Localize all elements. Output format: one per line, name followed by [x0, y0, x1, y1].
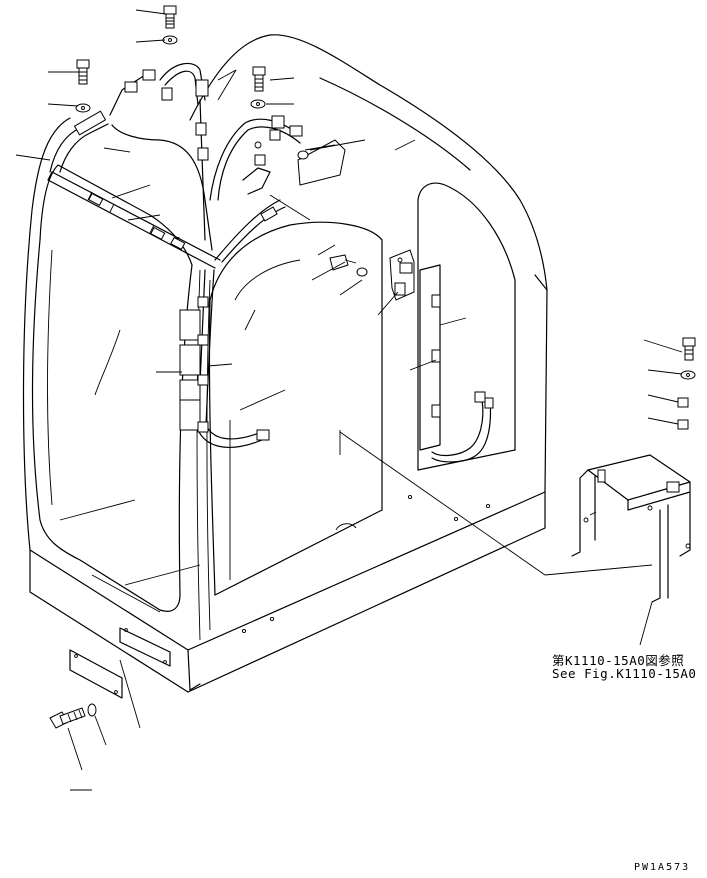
cover-plate-parts: [49, 649, 123, 729]
leader-lines: [15, 9, 683, 791]
loose-fasteners: [75, 5, 266, 113]
drawing-number: PW1A573: [634, 862, 691, 873]
reference-note-japanese: 第K1110-15A0図参照: [552, 653, 685, 668]
reference-note-english: See Fig.K1110-15A0: [552, 666, 697, 681]
bracket-assembly: [571, 337, 696, 603]
wiring-harness: [47, 62, 494, 463]
